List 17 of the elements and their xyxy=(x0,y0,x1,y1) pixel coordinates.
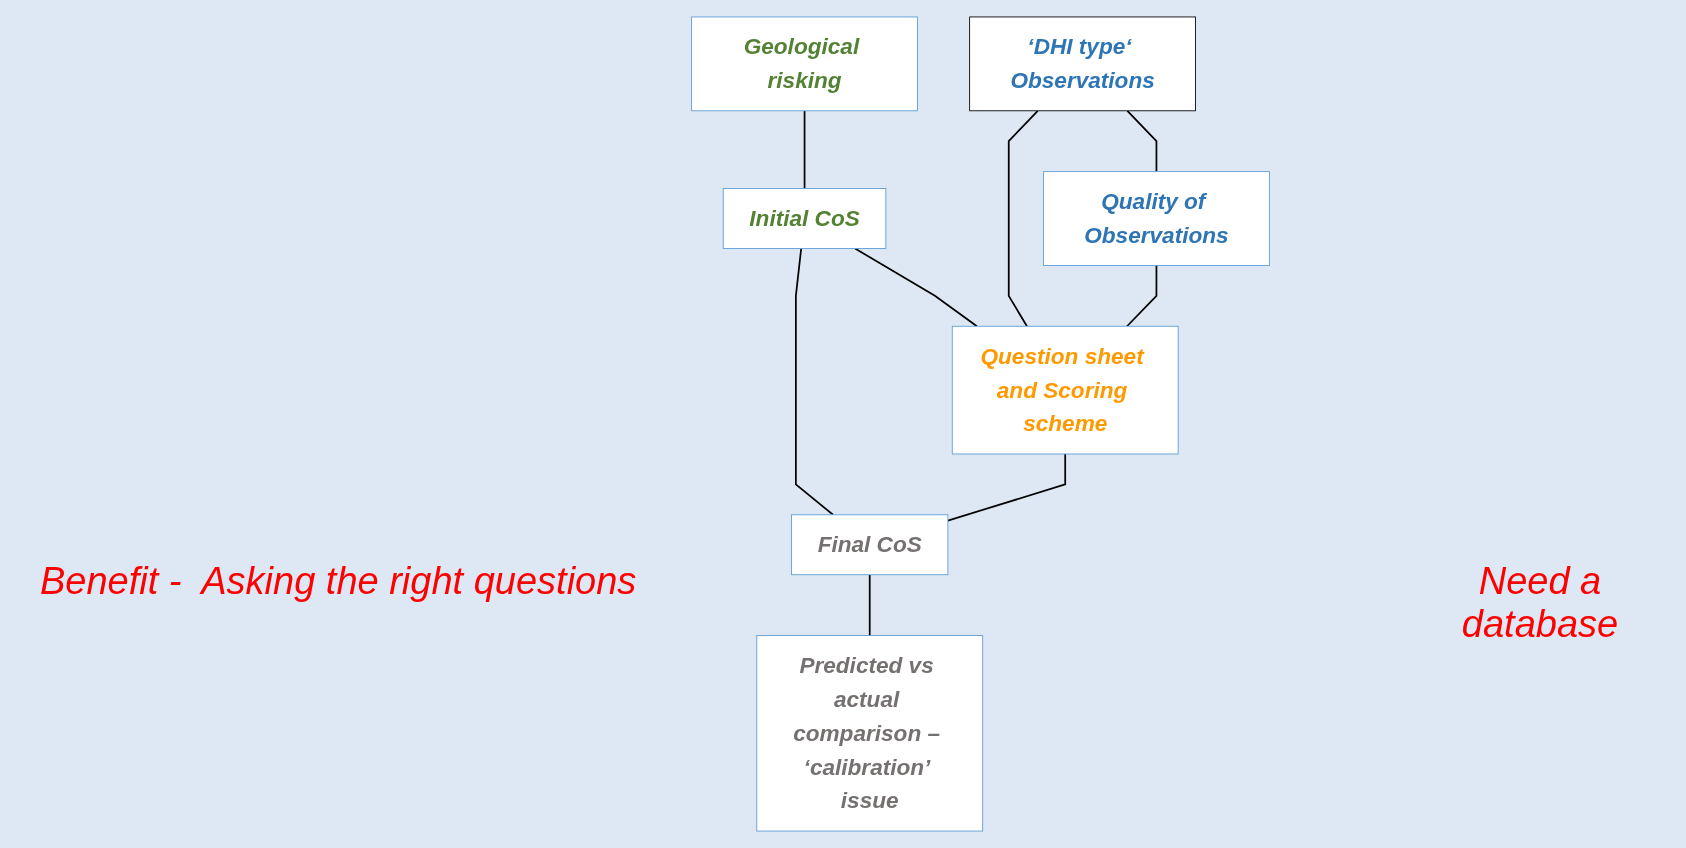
node-box: ‘DHI type‘ Observations xyxy=(968,16,1196,112)
connector xyxy=(946,453,1066,522)
connector xyxy=(803,109,805,190)
node-box: Question sheet and Scoring scheme xyxy=(951,325,1179,455)
connector xyxy=(1125,264,1157,328)
node-box: Quality of Observations xyxy=(1042,171,1270,266)
node-box: Geological risking xyxy=(690,16,918,112)
connector xyxy=(853,247,978,328)
connector xyxy=(868,573,871,637)
note-text: Need a database xyxy=(1460,560,1620,646)
connector xyxy=(1126,109,1157,173)
connector xyxy=(1007,109,1039,328)
connector xyxy=(794,247,834,516)
node-box: Final CoS xyxy=(790,514,948,576)
node-box: Initial CoS xyxy=(722,188,886,249)
node-box: Predicted vs actual comparison – ‘calibration’ issue xyxy=(755,635,983,832)
note-text: Benefit - Asking the right questions xyxy=(40,560,637,603)
